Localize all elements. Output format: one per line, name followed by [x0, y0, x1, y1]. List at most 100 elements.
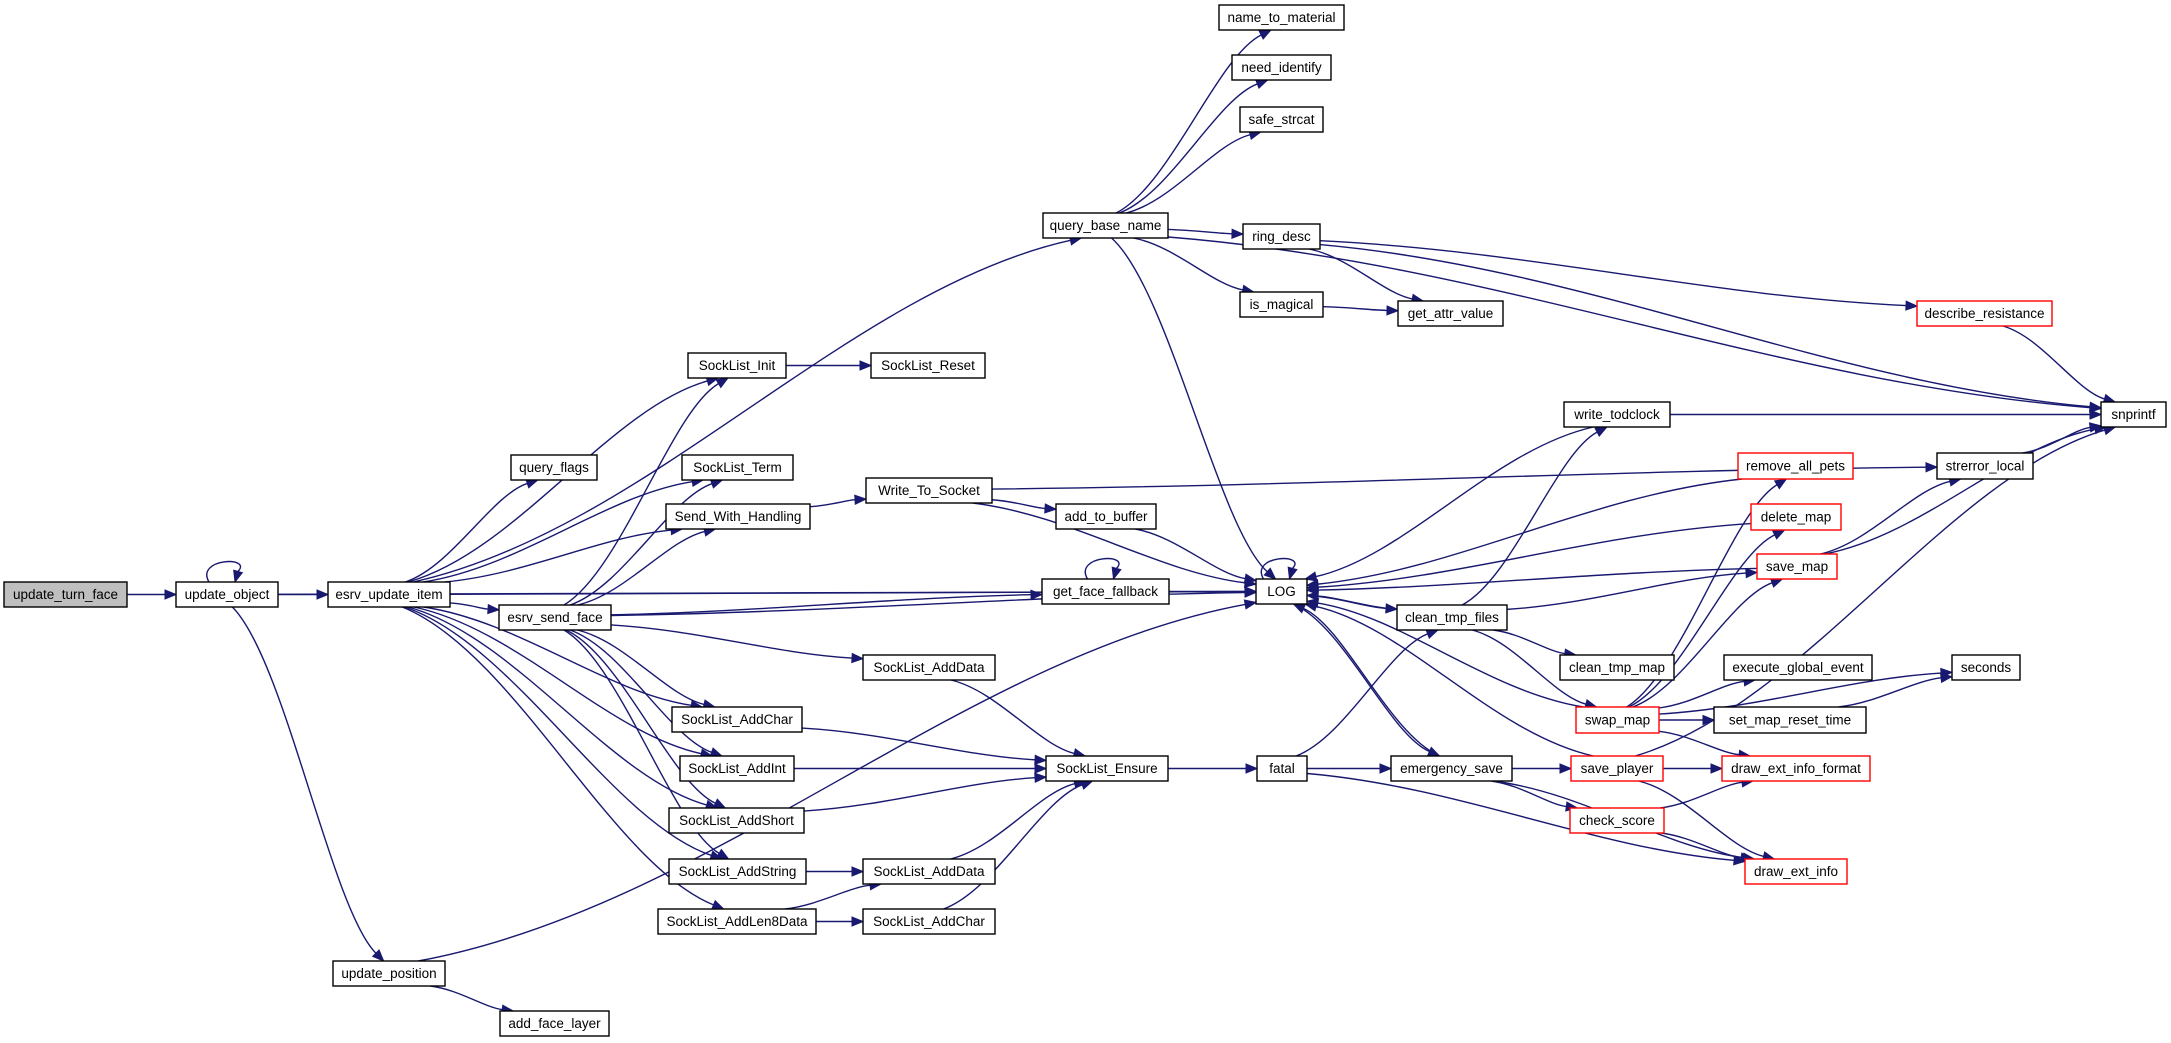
node-box[interactable] [862, 858, 996, 885]
node-swap-map[interactable]: swap_map [1575, 706, 1660, 734]
node-box[interactable] [1242, 223, 1321, 250]
node-box[interactable] [327, 581, 451, 608]
node-socklist-addshort[interactable]: SockList_AddShort [668, 807, 805, 834]
node-box[interactable] [681, 454, 794, 481]
node-box[interactable] [862, 654, 996, 681]
node-box[interactable] [332, 960, 446, 987]
node-delete-map[interactable]: delete_map [1750, 503, 1842, 531]
node-box[interactable] [1218, 4, 1345, 31]
node-add-to-buffer[interactable]: add_to_buffer [1055, 503, 1157, 530]
node-write-todclock[interactable]: write_todclock [1563, 401, 1671, 428]
node-box[interactable] [1390, 755, 1513, 782]
node-socklist-reset[interactable]: SockList_Reset [870, 352, 986, 379]
node-box[interactable] [1042, 212, 1169, 239]
node-seconds[interactable]: seconds [1951, 654, 2021, 681]
node-clean-tmp-files[interactable]: clean_tmp_files [1396, 604, 1508, 631]
node-box[interactable] [1396, 604, 1508, 631]
node-fatal[interactable]: fatal [1256, 755, 1308, 782]
node-box[interactable] [1721, 755, 1871, 782]
node-write-to-socket[interactable]: Write_To_Socket [865, 477, 993, 504]
node-update-object[interactable]: update_object [175, 581, 279, 608]
node-box[interactable] [870, 352, 986, 379]
node-box[interactable] [1239, 106, 1324, 133]
node-is-magical[interactable]: is_magical [1239, 291, 1324, 318]
node-box[interactable] [1936, 452, 2034, 480]
node-esrv-update-item[interactable]: esrv_update_item [327, 581, 451, 608]
node-send-with-handling[interactable]: Send_With_Handling [665, 503, 811, 530]
node-box[interactable] [668, 807, 805, 834]
node-box[interactable] [1756, 553, 1838, 580]
node-box[interactable] [498, 604, 612, 631]
node-box[interactable] [1055, 503, 1157, 530]
node-log[interactable]: LOG [1255, 578, 1308, 605]
node-need-identify[interactable]: need_identify [1231, 54, 1332, 81]
node-box[interactable] [1239, 291, 1324, 318]
node-update-position[interactable]: update_position [332, 960, 446, 987]
node-box[interactable] [1951, 654, 2021, 681]
node-box[interactable] [175, 581, 279, 608]
node-box[interactable] [862, 908, 996, 935]
node-name-to-material[interactable]: name_to_material [1218, 4, 1345, 31]
node-socklist-addlen8data[interactable]: SockList_AddLen8Data [657, 908, 817, 935]
node-box[interactable] [668, 858, 807, 885]
node-socklist-addstring[interactable]: SockList_AddString [668, 858, 807, 885]
node-box[interactable] [2100, 401, 2167, 428]
node-draw-ext-info-format[interactable]: draw_ext_info_format [1721, 755, 1871, 782]
node-box[interactable] [1231, 54, 1332, 81]
node-remove-all-pets[interactable]: remove_all_pets [1737, 452, 1854, 480]
node-socklist-adddata-1[interactable]: SockList_AddData [862, 654, 996, 681]
node-query-base-name[interactable]: query_base_name [1042, 212, 1169, 239]
node-clean-tmp-map[interactable]: clean_tmp_map [1559, 654, 1675, 681]
node-snprintf[interactable]: snprintf [2100, 401, 2167, 428]
node-box[interactable] [665, 503, 811, 530]
node-draw-ext-info[interactable]: draw_ext_info [1744, 858, 1848, 885]
node-esrv-send-face[interactable]: esrv_send_face [498, 604, 612, 631]
node-socklist-addint[interactable]: SockList_AddInt [679, 755, 795, 782]
node-save-player[interactable]: save_player [1570, 755, 1664, 782]
node-check-score[interactable]: check_score [1569, 807, 1665, 834]
node-socklist-ensure[interactable]: SockList_Ensure [1045, 755, 1169, 782]
node-emergency-save[interactable]: emergency_save [1390, 755, 1513, 782]
node-safe-strcat[interactable]: safe_strcat [1239, 106, 1324, 133]
node-update-turn-face[interactable]: update_turn_face [3, 581, 128, 608]
node-execute-global-event[interactable]: execute_global_event [1723, 654, 1873, 681]
node-box[interactable] [1575, 706, 1660, 734]
node-box[interactable] [679, 755, 795, 782]
node-box[interactable] [1045, 755, 1169, 782]
node-socklist-addchar-1[interactable]: SockList_AddChar [671, 706, 803, 733]
node-box[interactable] [1750, 503, 1842, 531]
node-box[interactable] [499, 1010, 610, 1037]
node-box[interactable] [687, 352, 787, 379]
node-socklist-term[interactable]: SockList_Term [681, 454, 794, 481]
node-box[interactable] [510, 454, 598, 481]
node-box[interactable] [1916, 300, 2053, 327]
node-set-map-reset-time[interactable]: set_map_reset_time [1713, 706, 1867, 734]
node-describe-resistance[interactable]: describe_resistance [1916, 300, 2053, 327]
node-box[interactable] [1737, 452, 1854, 480]
node-box[interactable] [1563, 401, 1671, 428]
node-box[interactable] [1570, 755, 1664, 782]
node-query-flags[interactable]: query_flags [510, 454, 598, 481]
node-box[interactable] [1256, 755, 1308, 782]
node-add-face-layer[interactable]: add_face_layer [499, 1010, 610, 1037]
node-box[interactable] [1397, 300, 1504, 327]
node-box[interactable] [865, 477, 993, 504]
node-socklist-adddata-2[interactable]: SockList_AddData [862, 858, 996, 885]
node-box[interactable] [3, 581, 128, 608]
node-box[interactable] [1723, 654, 1873, 681]
node-get-attr-value[interactable]: get_attr_value [1397, 300, 1504, 327]
node-save-map[interactable]: save_map [1756, 553, 1838, 580]
node-strerror-local[interactable]: strerror_local [1936, 452, 2034, 480]
node-get-face-fallback[interactable]: get_face_fallback [1041, 578, 1170, 605]
node-box[interactable] [1713, 706, 1867, 734]
node-box[interactable] [1255, 578, 1308, 605]
node-box[interactable] [671, 706, 803, 733]
node-ring-desc[interactable]: ring_desc [1242, 223, 1321, 250]
node-box[interactable] [1041, 578, 1170, 605]
node-socklist-addchar-2[interactable]: SockList_AddChar [862, 908, 996, 935]
node-box[interactable] [1744, 858, 1848, 885]
node-box[interactable] [1559, 654, 1675, 681]
node-socklist-init[interactable]: SockList_Init [687, 352, 787, 379]
node-box[interactable] [657, 908, 817, 935]
node-box[interactable] [1569, 807, 1665, 834]
